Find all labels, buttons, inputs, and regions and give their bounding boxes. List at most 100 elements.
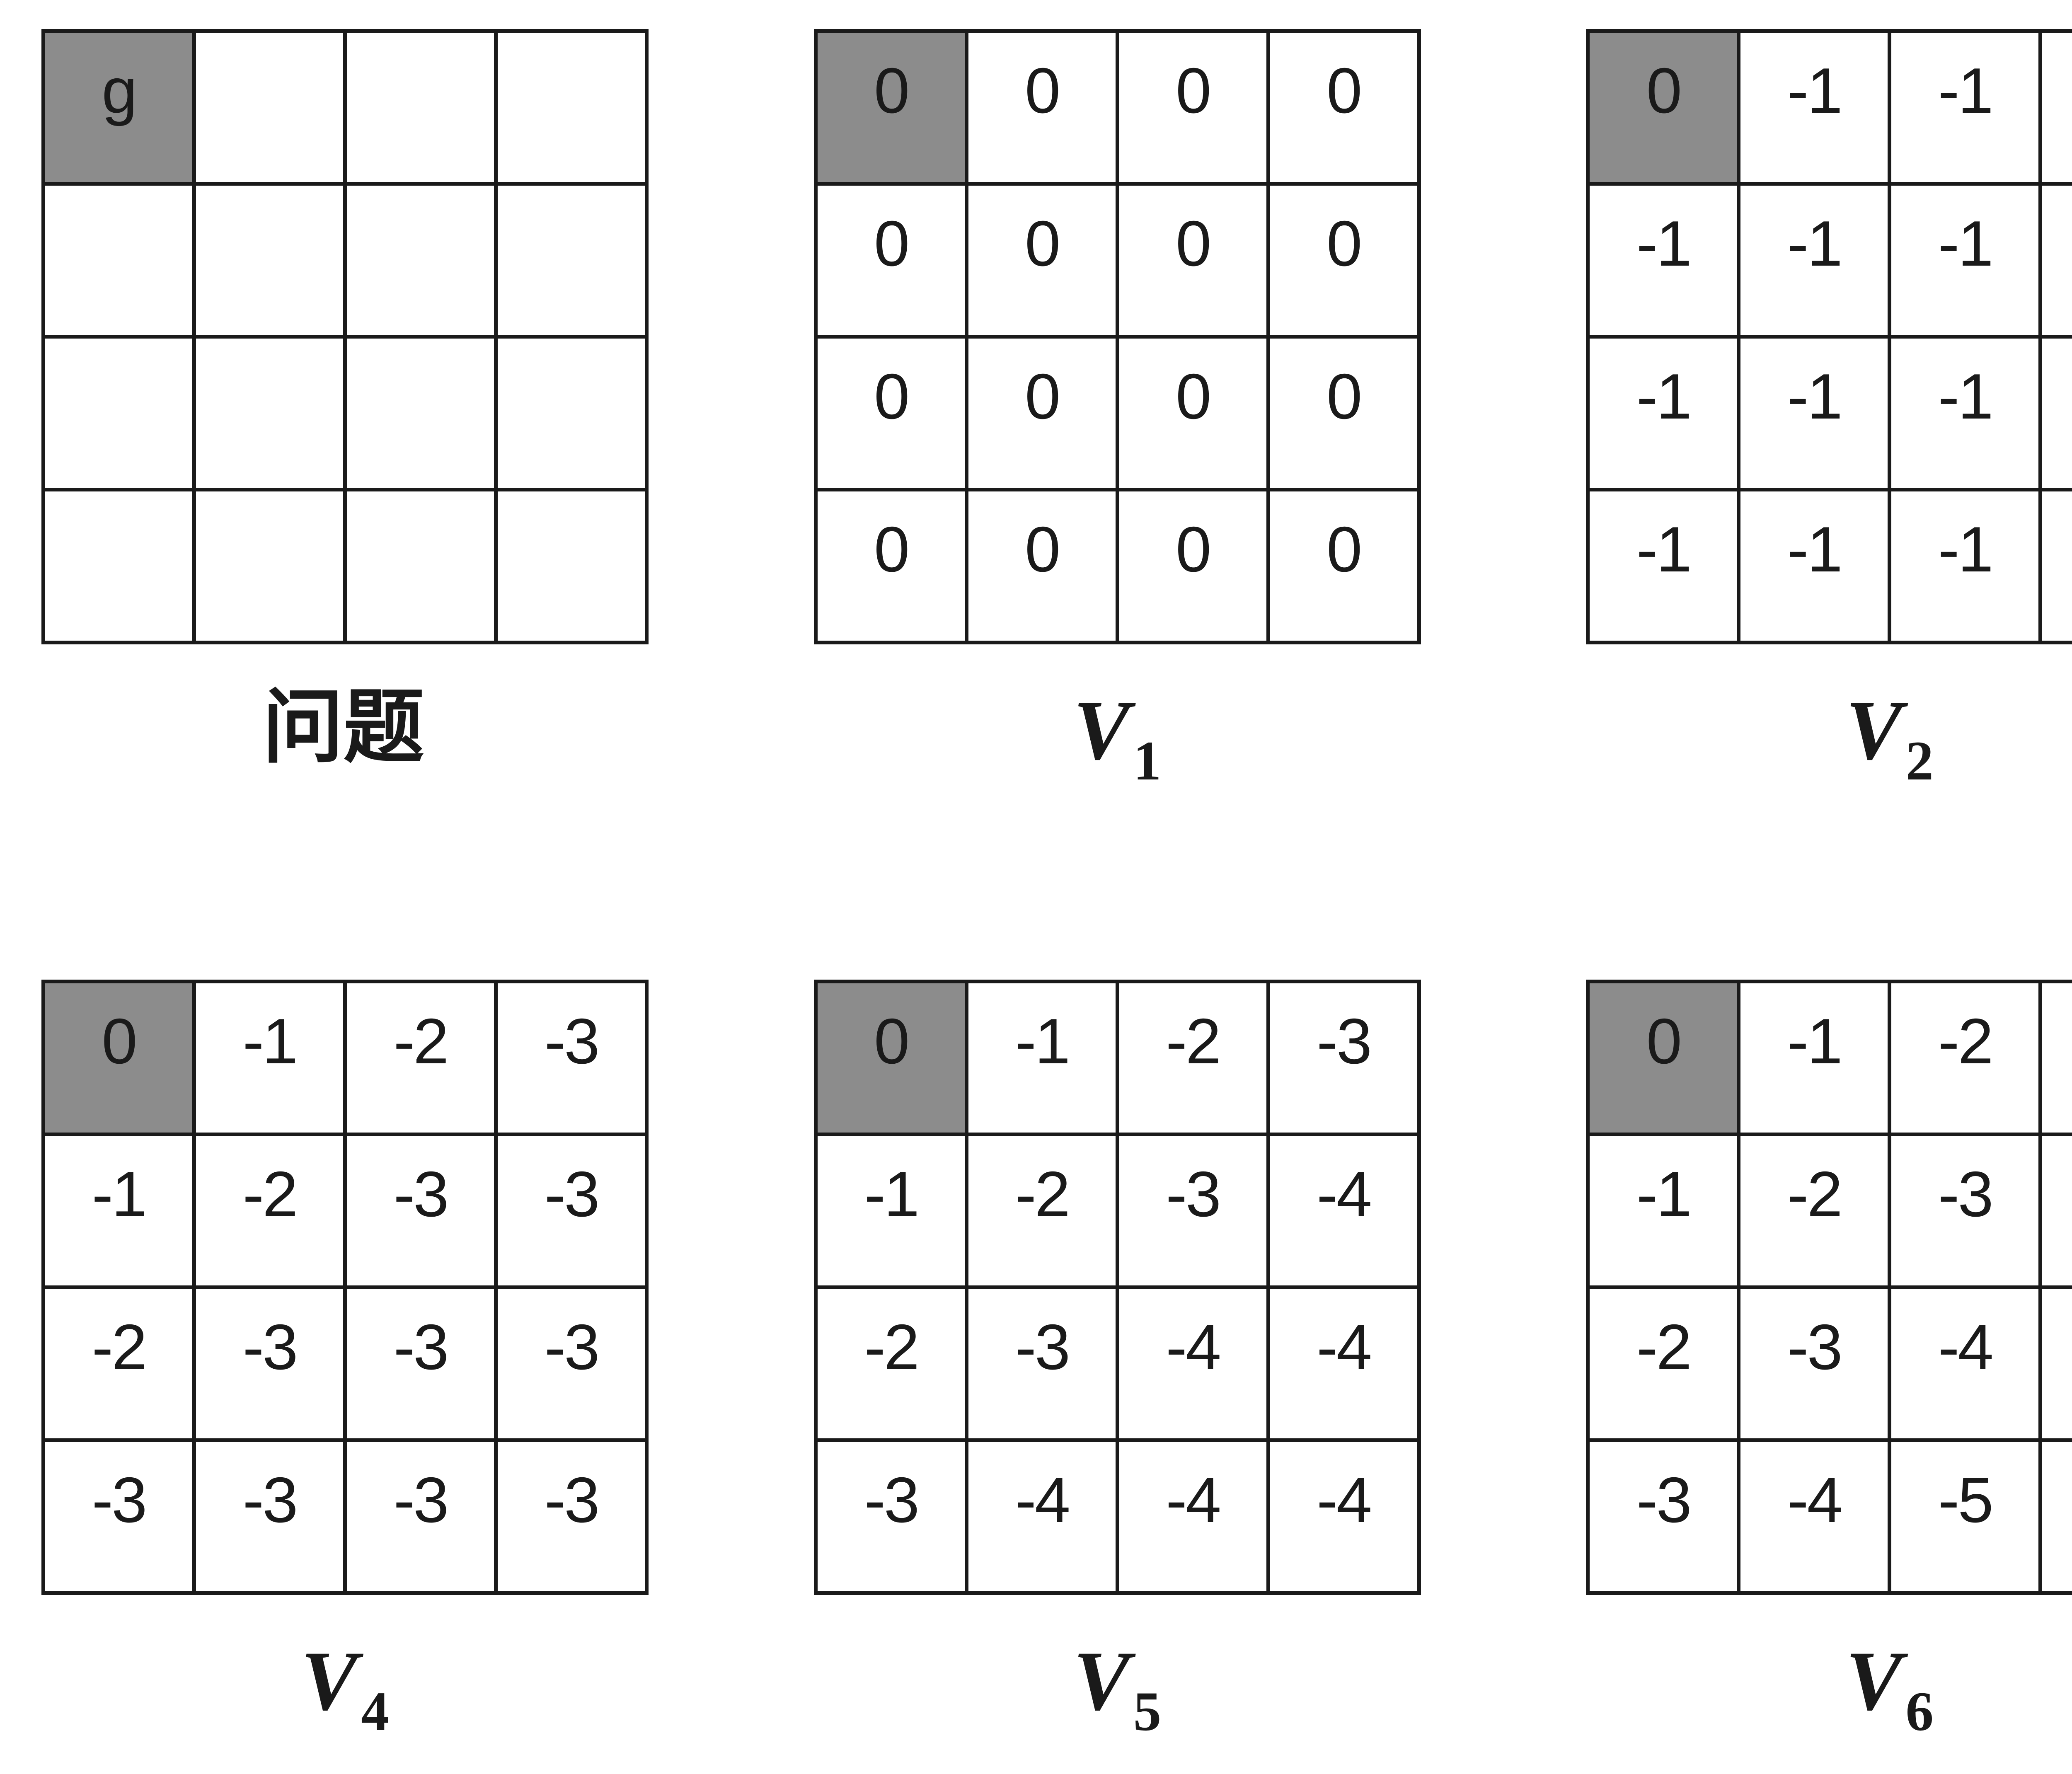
grid-cell: 0	[1266, 29, 1421, 186]
grid-cell	[192, 488, 347, 644]
grid-cell: 0	[1266, 488, 1421, 644]
grid-cell: -4	[1115, 1438, 1270, 1595]
grid-cell: -3	[494, 1133, 649, 1289]
goal-cell: 0	[813, 29, 968, 186]
grid-cell: -4	[1266, 1285, 1421, 1442]
grid-row: 0 0 0 0	[813, 29, 1421, 186]
caption-text: V	[1845, 683, 1903, 777]
grid-cell: -1	[1586, 335, 1741, 491]
grid-row: -1 -1 -1 -1	[1586, 182, 2072, 339]
goal-cell: g	[41, 29, 196, 186]
grid-cell: -3	[343, 1285, 498, 1442]
grid-cell: 0	[813, 182, 968, 339]
grid-row: -1 -2 -3 -4	[1586, 1133, 2072, 1289]
grid-row: -2 -3 -4 -4	[813, 1285, 1421, 1442]
grid-cell	[494, 488, 649, 644]
grid-cell: -1	[1888, 335, 2043, 491]
grid-figure-v5: 0 -1 -2 -3 -1 -2 -3 -4 -2 -3 -4 -4	[813, 980, 1421, 1743]
grid-cell: -4	[2038, 1133, 2072, 1289]
goal-cell: 0	[1586, 980, 1741, 1136]
caption-text: 问题	[262, 683, 424, 773]
grid-cell: -1	[964, 980, 1119, 1136]
grid-cell: -1	[2038, 29, 2072, 186]
grid-figure-v4: 0 -1 -2 -3 -1 -2 -3 -3 -2 -3 -3 -3	[41, 980, 649, 1740]
grid-cell: -3	[343, 1438, 498, 1595]
grid-cell: -4	[964, 1438, 1119, 1595]
grid-cell	[343, 335, 498, 491]
grid-cell: -4	[1737, 1438, 1892, 1595]
grid-cell: -1	[192, 980, 347, 1136]
value-grid-v2: 0 -1 -1 -1 -1 -1 -1 -1 -1 -1 -1 -1	[1586, 29, 2072, 644]
grid-row	[41, 182, 649, 339]
grid-cell: -1	[2038, 335, 2072, 491]
grid-row: -2 -3 -4 -5	[1586, 1285, 2072, 1442]
grid-cell: -3	[494, 1285, 649, 1442]
grid-cell	[494, 29, 649, 186]
grid-cell	[192, 182, 347, 339]
grid-cell: -4	[1888, 1285, 2043, 1442]
grid-cell	[494, 182, 649, 339]
grid-cell: -1	[1586, 182, 1741, 339]
grid-cell: -1	[1586, 1133, 1741, 1289]
caption-text: V	[301, 1634, 358, 1728]
caption-subscript: 1	[1133, 730, 1162, 792]
goal-cell: 0	[41, 980, 196, 1136]
grid-row: 0 -1 -1 -1	[1586, 29, 2072, 186]
grid-figure-v2: 0 -1 -1 -1 -1 -1 -1 -1 -1 -1 -1 -1	[1586, 29, 2072, 789]
grid-row: 0 -1 -2 -3	[41, 980, 649, 1136]
grid-row: -1 -2 -3 -3	[41, 1133, 649, 1289]
grid-cell: -2	[1586, 1285, 1741, 1442]
grid-row: -1 -2 -3 -4	[813, 1133, 1421, 1289]
grid-cell: -1	[41, 1133, 196, 1289]
grid-cell: 0	[1266, 182, 1421, 339]
grid-cell: -2	[1888, 980, 2043, 1136]
grid-cell: 0	[964, 29, 1119, 186]
grid-cell: -2	[813, 1285, 968, 1442]
grid-cell: -5	[1888, 1438, 2043, 1595]
grid-cell	[41, 488, 196, 644]
grid-row: -3 -4 -4 -4	[813, 1438, 1421, 1595]
grid-cell: 0	[1115, 335, 1270, 491]
value-grid-v4: 0 -1 -2 -3 -1 -2 -3 -3 -2 -3 -3 -3	[41, 980, 649, 1595]
grid-cell: 0	[813, 488, 968, 644]
grid-cell: -3	[1115, 1133, 1270, 1289]
grid-caption: V1	[1073, 688, 1161, 789]
grid-cell: -3	[192, 1438, 347, 1595]
grid-cell: -3	[1586, 1438, 1741, 1595]
grid-cell: -3	[1737, 1285, 1892, 1442]
grid-cell: -5	[2038, 1285, 2072, 1442]
grid-cell	[343, 29, 498, 186]
grid-row: 0 -1 -2 -3	[1586, 980, 2072, 1136]
grid-cell: -2	[41, 1285, 196, 1442]
grid-cell: -3	[494, 980, 649, 1136]
caption-text: V	[1073, 683, 1130, 777]
figure-row-bottom: 0 -1 -2 -3 -1 -2 -3 -3 -2 -3 -3 -3	[41, 980, 2072, 1740]
caption-subscript: 6	[1905, 1681, 1934, 1743]
grid-cell: -2	[192, 1133, 347, 1289]
grid-cell: 0	[964, 182, 1119, 339]
grid-cell	[192, 29, 347, 186]
grid-row: 0 0 0 0	[813, 182, 1421, 339]
grid-cell	[41, 182, 196, 339]
grid-cell: 0	[964, 335, 1119, 491]
grid-cell: -2	[1115, 980, 1270, 1136]
grid-row: 0 0 0 0	[813, 488, 1421, 644]
grid-cell: -3	[343, 1133, 498, 1289]
grid-cell: -1	[1737, 980, 1892, 1136]
grid-row: -1 -1 -1 -1	[1586, 488, 2072, 644]
grid-caption: V2	[1846, 688, 1934, 789]
grid-row	[41, 335, 649, 491]
grid-figure-v6: 0 -1 -2 -3 -1 -2 -3 -4 -2 -3 -4 -5	[1586, 980, 2072, 1740]
grid-cell: -5	[2038, 1438, 2072, 1595]
grid-cell: -2	[1737, 1133, 1892, 1289]
caption-subscript: 5	[1133, 1681, 1162, 1743]
caption-subscript: 2	[1905, 730, 1934, 792]
caption-text: V	[1845, 1634, 1903, 1728]
grid-cell: -1	[1888, 182, 2043, 339]
grid-caption: V6	[1846, 1638, 1934, 1740]
grid-figure-v1: 0 0 0 0 0 0 0 0 0 0 0 0 0	[813, 29, 1421, 789]
grid-cell: -3	[1266, 980, 1421, 1136]
grid-cell: -3	[192, 1285, 347, 1442]
grid-figure-problem: g	[41, 29, 649, 776]
grid-row	[41, 488, 649, 644]
